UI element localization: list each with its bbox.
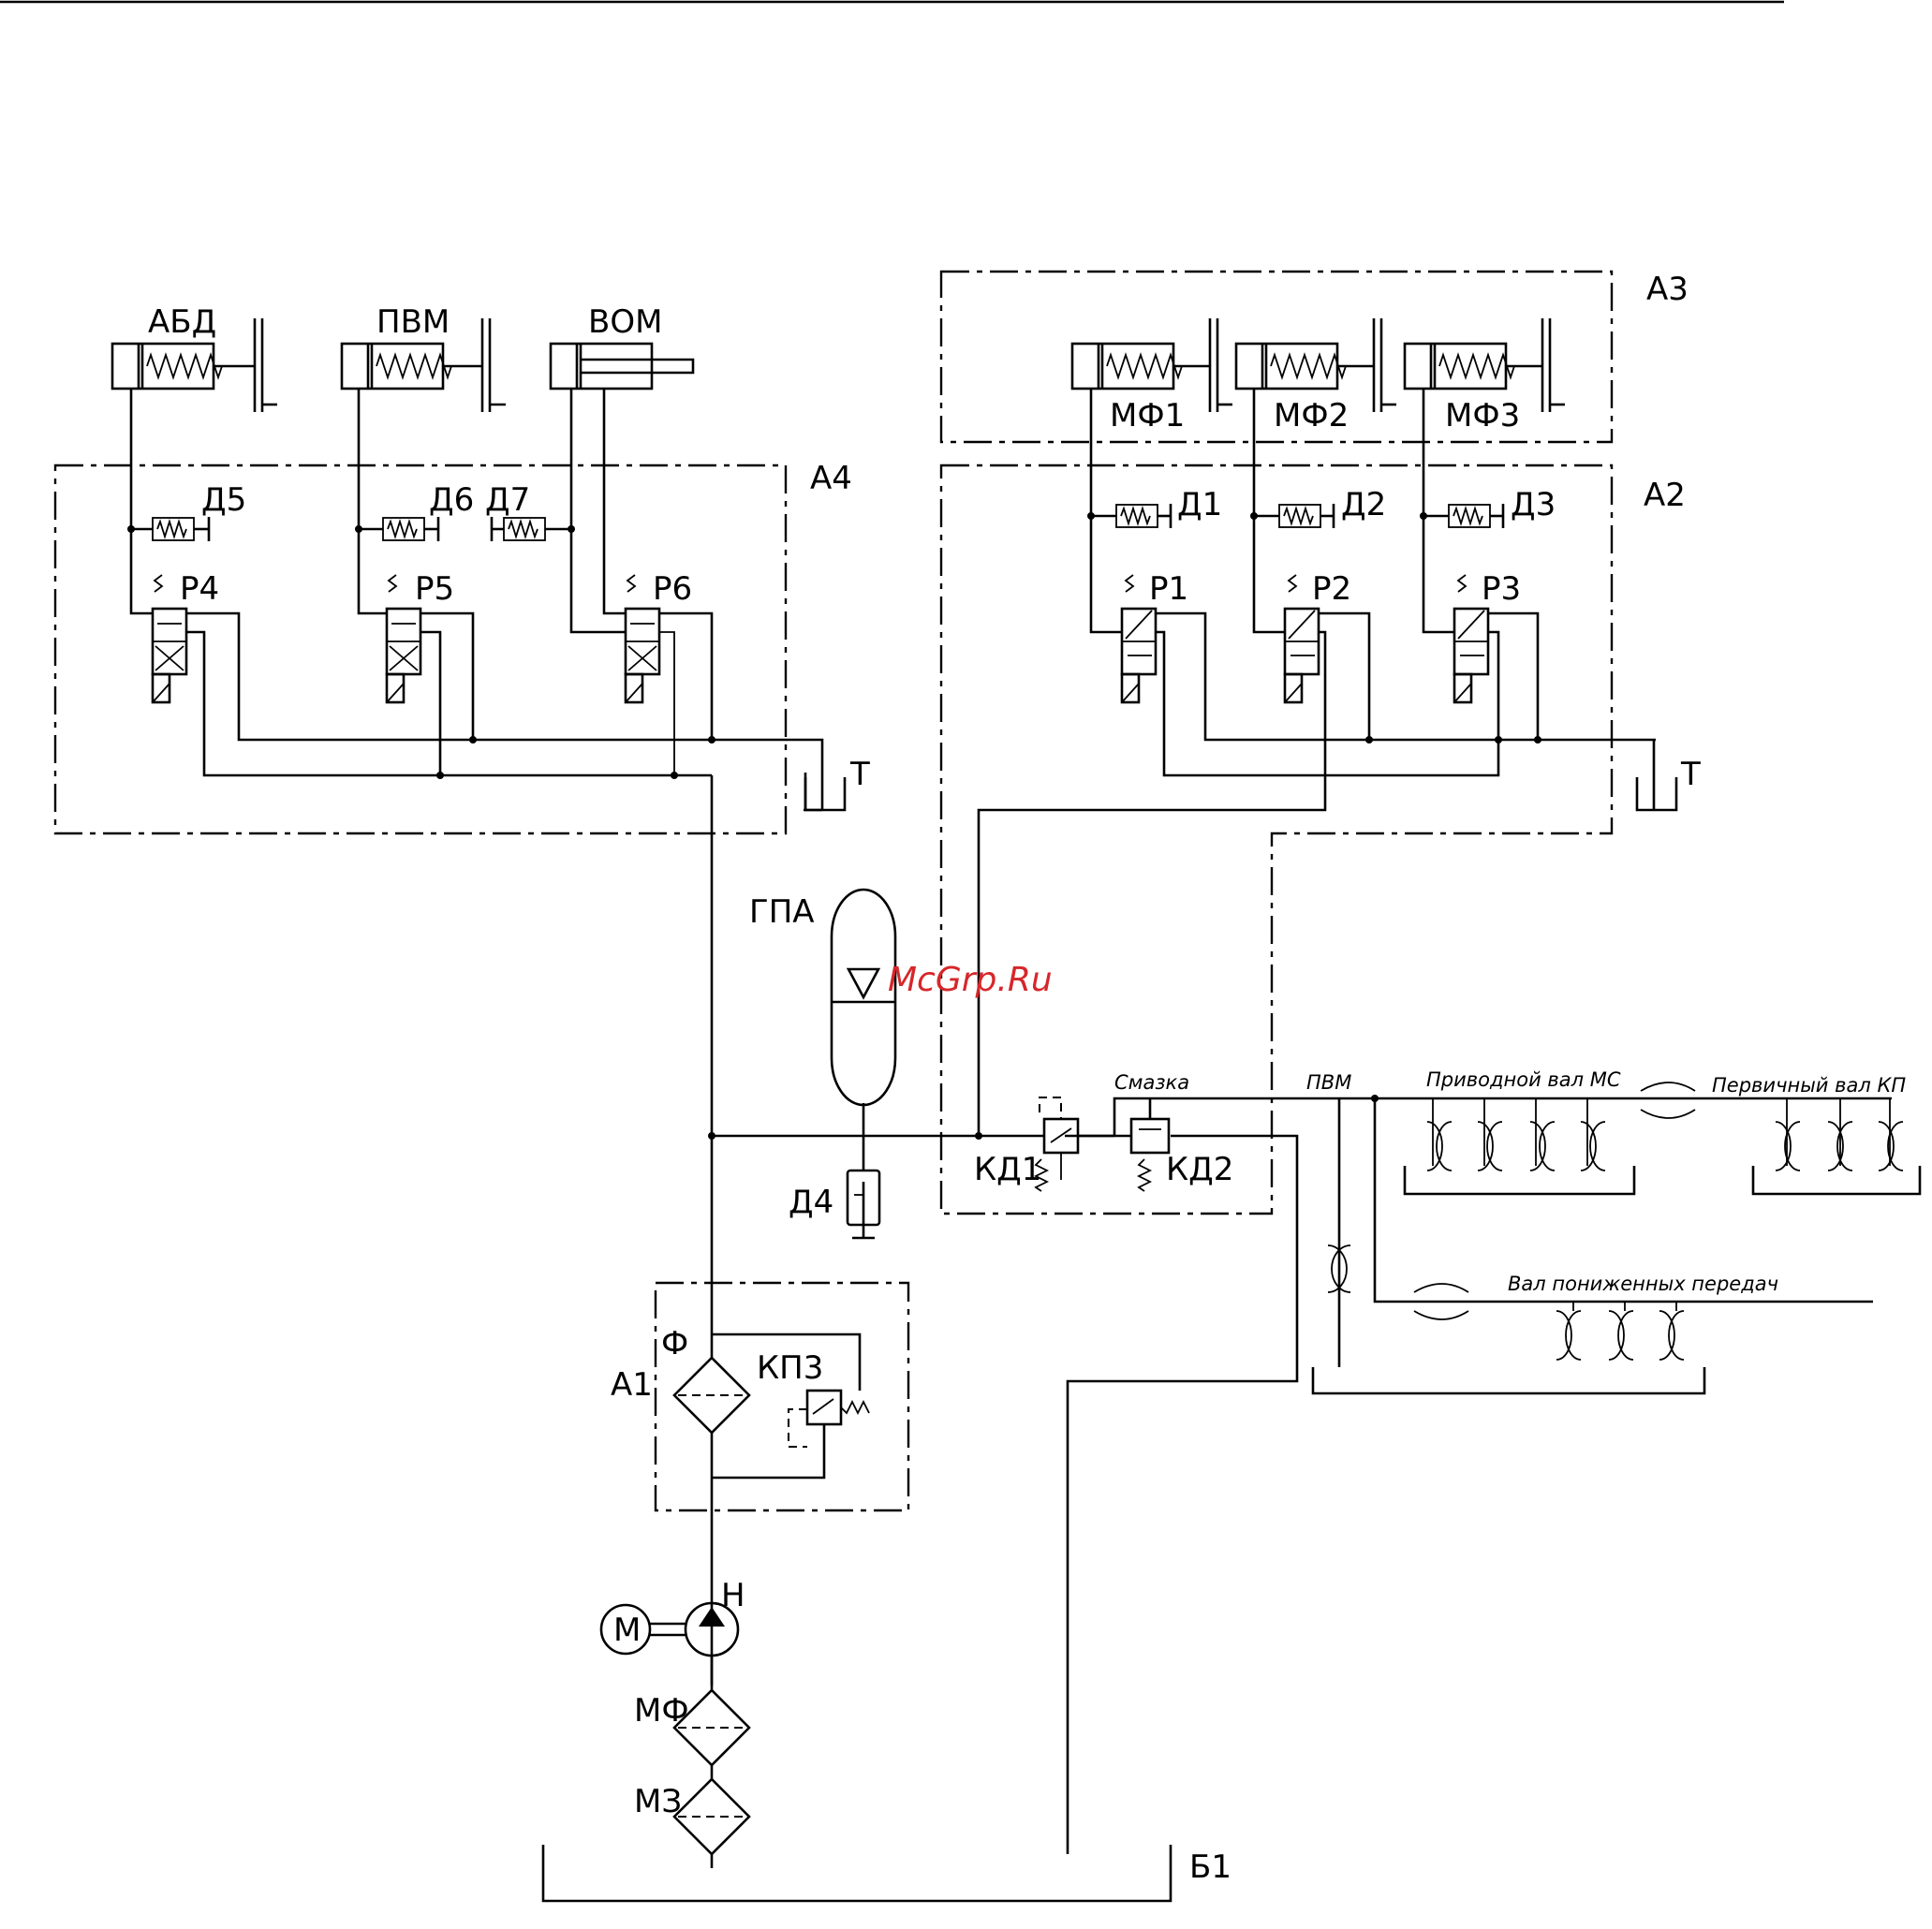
label-f: Ф [661,1325,688,1362]
reservoir-b1 [543,1845,1171,1901]
primary-shaft-kp [1753,1098,1920,1194]
damper-d5 [131,517,209,541]
damper-d6 [359,517,438,541]
label-p6: Р6 [653,570,692,608]
label-a1: А1 [611,1366,653,1404]
label-m: М [613,1612,641,1649]
block-a1-boundary [656,1283,908,1510]
label-p5: Р5 [415,570,454,608]
low-gear-shaft [1313,1302,1704,1393]
main-pressure-line [712,1136,1297,1854]
label-b1: Б1 [1189,1848,1231,1886]
label-lubrication: Смазка [1114,1071,1189,1094]
accumulator-gpa [832,890,895,1171]
label-low-gear-shaft: Вал пониженных передач [1508,1273,1778,1295]
label-d5: Д5 [201,481,246,519]
label-gpa: ГПА [749,893,815,931]
label-p1: Р1 [1149,570,1188,608]
damper-d4 [848,1171,879,1238]
label-a3: А3 [1646,271,1689,308]
damper-d3 [1423,504,1503,528]
damper-d2 [1254,504,1334,528]
label-t-right: Т [1680,756,1701,793]
label-drive-shaft: Приводной вал МС [1426,1068,1621,1091]
suction-strainer-mz [674,1779,749,1868]
valve-kd2 [1131,1097,1169,1191]
label-mf2: МФ2 [1274,397,1349,434]
tank-t-right [1637,777,1676,810]
label-d2: Д2 [1341,486,1386,523]
label-pvm-line: ПВМ [1306,1071,1351,1094]
label-vom: ВОМ [588,303,662,341]
label-mz: МЗ [634,1783,682,1820]
label-mf3: МФ3 [1445,397,1520,434]
lubrication-line [1114,1098,1892,1136]
label-kd1: КД1 [974,1151,1041,1188]
label-mf: МФ [634,1692,689,1730]
label-a2: А2 [1644,477,1686,514]
label-abd: АБД [148,303,216,341]
labels: АБД ПВМ ВОМ МФ1 МФ2 МФ3 А3 А4 А2 Д5 Д6 Д… [148,271,1906,1886]
label-d1: Д1 [1177,486,1222,523]
label-n: Н [721,1577,745,1614]
tank-t-left [805,777,845,810]
label-d4: Д4 [789,1184,833,1221]
label-kp3: КП3 [757,1349,823,1387]
label-a4: А4 [810,460,852,497]
label-mf1: МФ1 [1110,397,1185,434]
pvm-lubrication-branch [1328,1098,1873,1367]
label-p2: Р2 [1312,570,1351,608]
label-primary-shaft: Первичный вал КП [1712,1074,1906,1097]
damper-d1 [1091,504,1171,528]
label-pvm: ПВМ [376,303,450,341]
label-kd2: КД2 [1166,1151,1233,1188]
label-d6: Д6 [429,481,474,519]
throttle-main [1641,1082,1695,1118]
label-d7: Д7 [485,481,530,519]
drive-shaft-ms [1405,1098,1634,1194]
label-d3: Д3 [1511,486,1556,523]
label-t-left: Т [849,756,870,793]
label-p3: Р3 [1482,570,1521,608]
damper-d7 [492,517,571,541]
cylinder-vom [551,344,693,389]
watermark: McGrp.Ru [888,961,1053,999]
valve-kd1 [1036,1097,1078,1191]
label-p4: Р4 [180,570,219,608]
